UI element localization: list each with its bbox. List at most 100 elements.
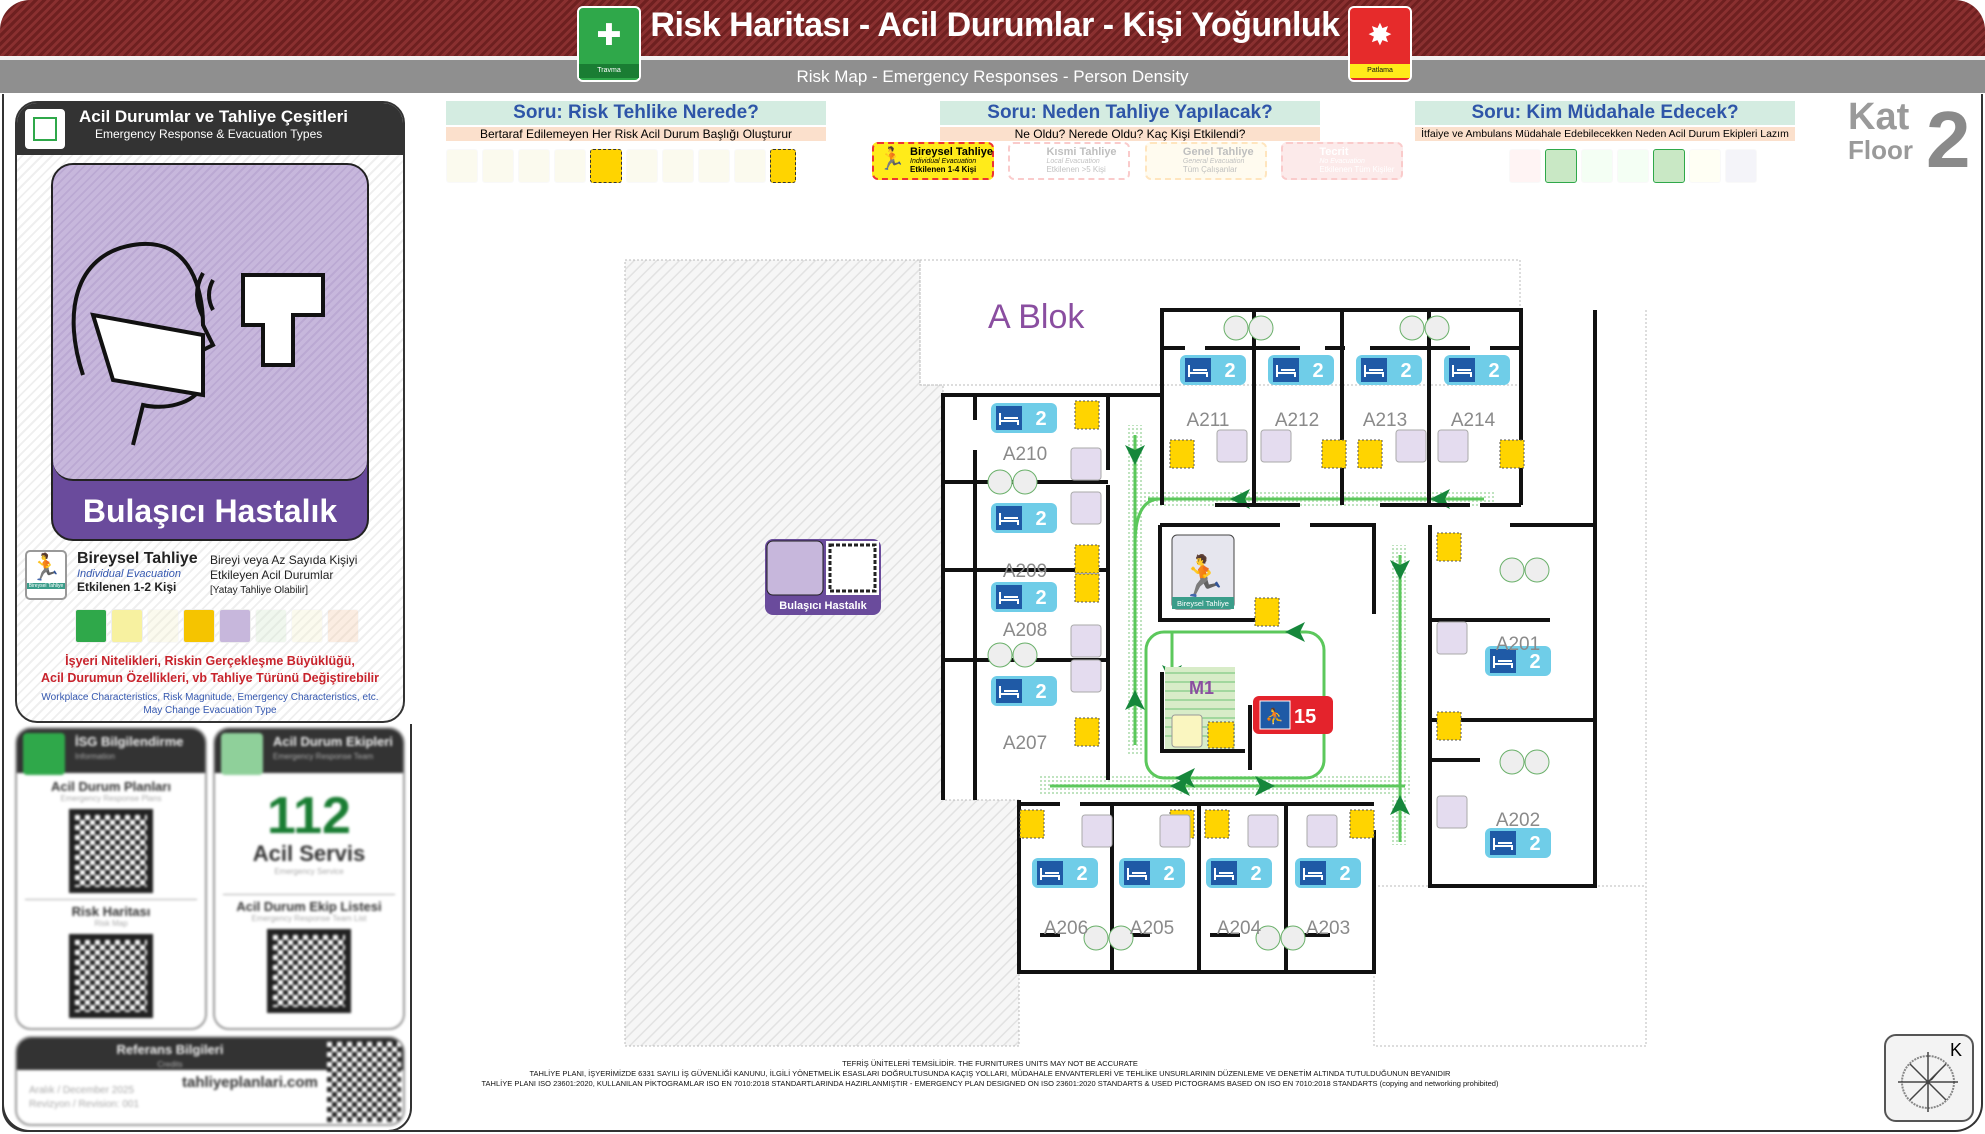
- mask-icon: [987, 642, 1013, 668]
- occupancy-count: 2: [1339, 863, 1350, 885]
- reference-subtitle: Credits: [157, 1060, 183, 1069]
- room-label: A201: [1496, 634, 1540, 655]
- service-subtitle: Emergency Service: [274, 867, 344, 876]
- room-label: A205: [1130, 918, 1174, 939]
- mask-icon: [1499, 749, 1525, 775]
- room-label: A209: [1003, 561, 1047, 582]
- disease-sign-icon: [1159, 814, 1191, 848]
- stairs-icon: ⛹: [1265, 707, 1285, 726]
- explosion-icon: ✸ Patlama: [1348, 6, 1412, 82]
- room-label: A202: [1496, 810, 1540, 831]
- team-list-qr-code[interactable]: [267, 929, 351, 1013]
- chemical-team-icon: [1725, 149, 1757, 183]
- occupancy-count: 2: [1035, 681, 1046, 703]
- question-title: Soru: Kim Müdahale Edecek?: [1415, 101, 1795, 125]
- plans-qr-code[interactable]: [69, 809, 153, 893]
- evacuation-arrow: [1390, 560, 1410, 580]
- fire-team-icon: [1509, 149, 1541, 183]
- room-label: A213: [1363, 410, 1407, 431]
- waste-bin-icon: [770, 149, 796, 183]
- isg-icon: [23, 733, 65, 775]
- panel-header: Acil Durumlar ve Tahliye Çeşitleri Emerg…: [17, 103, 403, 155]
- disease-sign-icon: [1436, 621, 1468, 655]
- reference-title: Referans Bilgileri: [116, 1042, 224, 1057]
- evacuation-arrow: [1125, 690, 1145, 710]
- team-list-subtitle: Emergency Response Team List: [251, 914, 367, 923]
- warning-text: Acil Durumun Özellikleri, vb Tahliye Tür…: [40, 671, 380, 685]
- reference-revision: Revizyon / Revision: 001: [29, 1099, 140, 1110]
- isg-subtitle: Information: [75, 752, 116, 761]
- info-frame: [2, 724, 412, 1132]
- question-subtitle: Ne Oldu? Nerede Oldu? Kaç Kişi Etkilendi…: [940, 127, 1320, 141]
- hygiene-icon: [1012, 642, 1038, 668]
- mask-icon: [1399, 315, 1425, 341]
- waste-bin-icon: [1436, 711, 1462, 741]
- occupancy-count: 2: [1035, 508, 1046, 530]
- disease-sign-icon: [1081, 814, 1113, 848]
- mask-icon: [987, 469, 1013, 495]
- disease-title: Bulaşıcı Hastalık: [82, 493, 338, 529]
- footer-line: TEFRİŞ ÜNİTELERİ TEMSİLİDİR. THE FURNITU…: [842, 1059, 1138, 1068]
- vehicle-icon: [327, 609, 359, 643]
- evacuation-arrow: [1285, 622, 1305, 642]
- reference-qr-code[interactable]: [327, 1042, 401, 1122]
- electric-shock-icon: [111, 609, 143, 643]
- warning-icon: [518, 149, 550, 183]
- note-text: Workplace Characteristics, Risk Magnitud…: [41, 692, 379, 703]
- reference-site-link[interactable]: tahliyeplanlari.com: [182, 1074, 318, 1091]
- risk-map-title: Risk Haritası: [25, 899, 197, 919]
- mask-icon: [1083, 925, 1109, 951]
- warning-icon: [554, 149, 586, 183]
- compass-north-label: K: [1950, 1040, 1963, 1060]
- floor-indicator: Kat Floor 2: [1848, 95, 1971, 184]
- occupancy-count: 2: [1035, 408, 1046, 430]
- hygiene-icon: [1524, 557, 1550, 583]
- evac-subtitle: Individual Evacuation: [77, 568, 181, 580]
- team-title: Acil Durum Ekipleri: [273, 734, 393, 749]
- hygiene-icon: [1280, 925, 1306, 951]
- evacuation-arrow: [1125, 445, 1145, 465]
- stair-exit-icon: [1171, 714, 1203, 748]
- warning-icon: [482, 149, 514, 183]
- header-band: [0, 0, 1985, 60]
- evacuation-team-icon: [1653, 149, 1685, 183]
- waste-bin-icon: [1169, 439, 1195, 469]
- room-label: A203: [1306, 918, 1350, 939]
- disease-sign-icon: [1070, 447, 1102, 481]
- disease-sign-icon: [1437, 429, 1469, 463]
- risk-map-subtitle: Risk Map: [94, 919, 128, 928]
- waste-bin-icon: [1349, 809, 1375, 839]
- explosion-label: Patlama: [1350, 64, 1410, 78]
- waste-bin-icon: [1321, 439, 1347, 469]
- risk-map-qr-code[interactable]: [69, 934, 153, 1018]
- first-aid-team-icon: [1545, 149, 1577, 183]
- disease-pictogram: [53, 165, 367, 481]
- disease-sign-icon: [1395, 429, 1427, 463]
- waste-bin-icon: [1074, 573, 1100, 603]
- room-label: A214: [1451, 410, 1496, 431]
- disease-sign-icon: [1306, 814, 1338, 848]
- service-title: Acil Servis: [252, 841, 366, 866]
- disease-qr-card[interactable]: Bulaşıcı Hastalık: [765, 539, 881, 615]
- question-who: Soru: Kim Müdahale Edecek? İtfaiye ve Am…: [1415, 101, 1795, 188]
- mask-icon: [1499, 557, 1525, 583]
- waste-bin-icon: [1074, 400, 1100, 430]
- compass-rose-icon: [1898, 1052, 1958, 1112]
- team-icon: [221, 733, 263, 775]
- fall-icon: [291, 609, 323, 643]
- exit-sign: 🏃 Bireysel Tahliye: [1171, 534, 1235, 610]
